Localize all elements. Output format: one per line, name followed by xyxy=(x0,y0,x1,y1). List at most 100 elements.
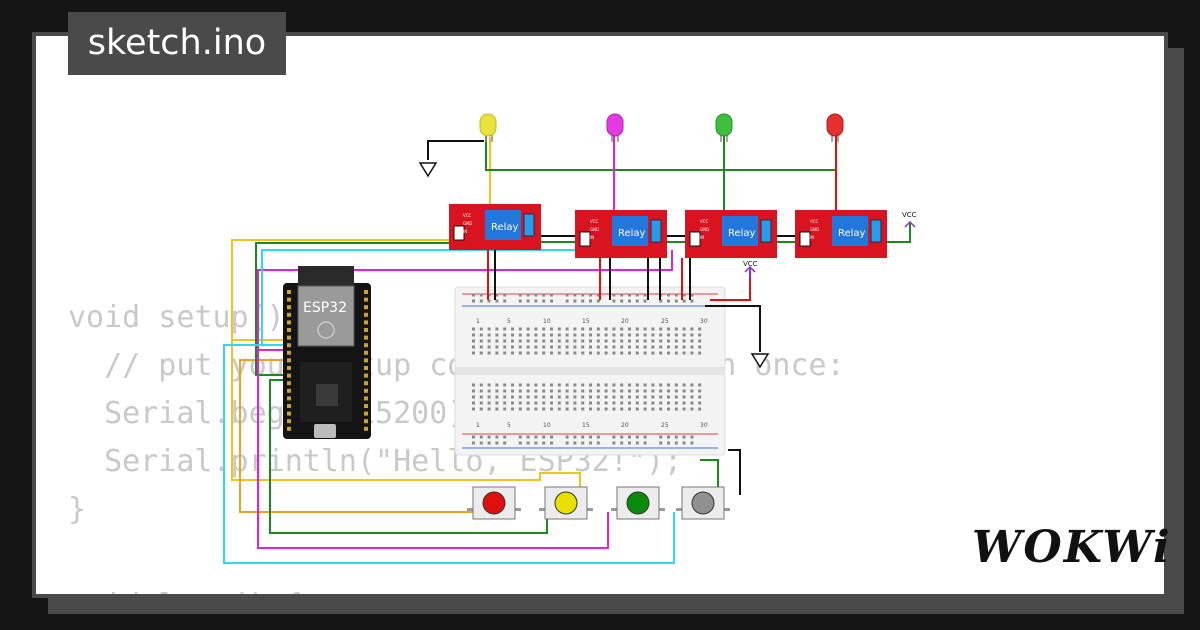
breadboard-hole xyxy=(596,293,600,297)
breadboard-hole xyxy=(667,435,670,439)
breadboard-hole xyxy=(573,299,577,303)
breadboard-hole xyxy=(667,345,670,349)
breadboard-hole xyxy=(674,395,678,399)
header-pin xyxy=(287,396,291,401)
wire-black-gnd xyxy=(705,305,761,352)
breadboard-hole xyxy=(690,293,694,297)
breadboard-hole xyxy=(628,299,631,303)
breadboard-hole xyxy=(643,327,647,331)
red-button[interactable] xyxy=(467,486,521,520)
breadboard-hole xyxy=(495,441,499,445)
breadboard-hole xyxy=(495,395,499,399)
breadboard-hole xyxy=(542,293,546,297)
breadboard-hole xyxy=(565,407,569,411)
wire-cyan xyxy=(223,344,675,564)
breadboard-hole xyxy=(503,401,507,405)
breadboard-hole xyxy=(526,339,530,343)
breadboard-hole xyxy=(589,299,592,303)
breadboard-hole xyxy=(495,327,499,331)
header-pin xyxy=(364,411,368,416)
breadboard-hole xyxy=(495,407,499,411)
breadboard-hole xyxy=(472,327,475,331)
breadboard-hole xyxy=(698,407,702,411)
breadboard-hole xyxy=(581,339,585,343)
breadboard-hole xyxy=(534,395,538,399)
breadboard-hole xyxy=(518,293,522,297)
breadboard-hole xyxy=(518,435,522,439)
breadboard-hole xyxy=(534,339,538,343)
breadboard-hole xyxy=(518,351,522,355)
breadboard-hole xyxy=(565,351,569,355)
breadboard-hole xyxy=(628,389,631,393)
breadboard-hole xyxy=(643,389,647,393)
breadboard-hole xyxy=(518,339,522,343)
relay-pin-label: IN xyxy=(700,235,704,240)
breadboard-hole xyxy=(472,389,475,393)
usb-port xyxy=(314,424,336,438)
breadboard-hole xyxy=(503,327,507,331)
breadboard-hole xyxy=(667,401,670,405)
breadboard-hole xyxy=(565,293,569,297)
breadboard-hole xyxy=(643,299,647,303)
breadboard-hole xyxy=(612,299,616,303)
header-pin xyxy=(287,366,291,370)
breadboard-hole xyxy=(643,395,647,399)
header-pin xyxy=(364,320,368,325)
breadboard-hole xyxy=(690,407,694,411)
breadboard-hole xyxy=(526,435,530,439)
breadboard-hole xyxy=(612,401,616,405)
breadboard-hole xyxy=(667,351,670,355)
breadboard-hole xyxy=(690,441,694,445)
breadboard-hole xyxy=(628,351,631,355)
green-button[interactable] xyxy=(611,486,665,520)
breadboard-hole xyxy=(534,401,538,405)
breadboard-holes xyxy=(472,293,702,445)
yellow-button[interactable] xyxy=(539,486,593,520)
breadboard-hole xyxy=(651,401,655,405)
wire-magenta-3 xyxy=(257,250,673,350)
breadboard-hole xyxy=(526,401,530,405)
breadboard-hole xyxy=(542,407,546,411)
esp32-label: ESP32 xyxy=(303,300,347,316)
breadboard-hole xyxy=(690,383,694,387)
breadboard-hole xyxy=(487,339,491,343)
breadboard-hole xyxy=(581,299,585,303)
breadboard-hole xyxy=(518,401,522,405)
bb-number: 1 xyxy=(476,318,480,325)
breadboard-hole xyxy=(487,441,491,445)
breadboard-hole xyxy=(659,395,663,399)
breadboard-hole xyxy=(542,351,546,355)
breadboard-hole xyxy=(479,333,483,337)
breadboard-hole xyxy=(534,435,538,439)
gray-button[interactable] xyxy=(676,486,730,520)
breadboard-hole xyxy=(674,327,678,331)
breadboard-hole xyxy=(667,383,670,387)
header-pin xyxy=(364,305,368,310)
breadboard-hole xyxy=(589,339,592,343)
breadboard-hole xyxy=(690,333,694,337)
breadboard-hole xyxy=(682,401,686,405)
breadboard-hole xyxy=(674,293,678,297)
breadboard-hole xyxy=(534,441,538,445)
breadboard-hole xyxy=(511,389,514,393)
breadboard-hole xyxy=(472,351,475,355)
breadboard-hole xyxy=(511,345,514,349)
breadboard-hole xyxy=(651,389,655,393)
breadboard-hole xyxy=(674,333,678,337)
breadboard-hole xyxy=(565,327,569,331)
breadboard-hole xyxy=(472,299,475,303)
bb-number: 10 xyxy=(543,422,551,429)
relay-label: Relay xyxy=(728,228,756,239)
breadboard-hole xyxy=(581,435,585,439)
ground-symbol xyxy=(418,162,438,178)
breadboard-hole xyxy=(565,435,569,439)
breadboard-hole xyxy=(628,345,631,349)
yellow-led xyxy=(479,113,497,142)
breadboard-hole xyxy=(674,435,678,439)
breadboard-hole xyxy=(487,333,491,337)
breadboard-hole xyxy=(659,339,663,343)
breadboard-hole xyxy=(674,351,678,355)
breadboard-hole xyxy=(503,333,507,337)
breadboard-hole xyxy=(526,383,530,387)
breadboard-hole xyxy=(511,407,514,411)
